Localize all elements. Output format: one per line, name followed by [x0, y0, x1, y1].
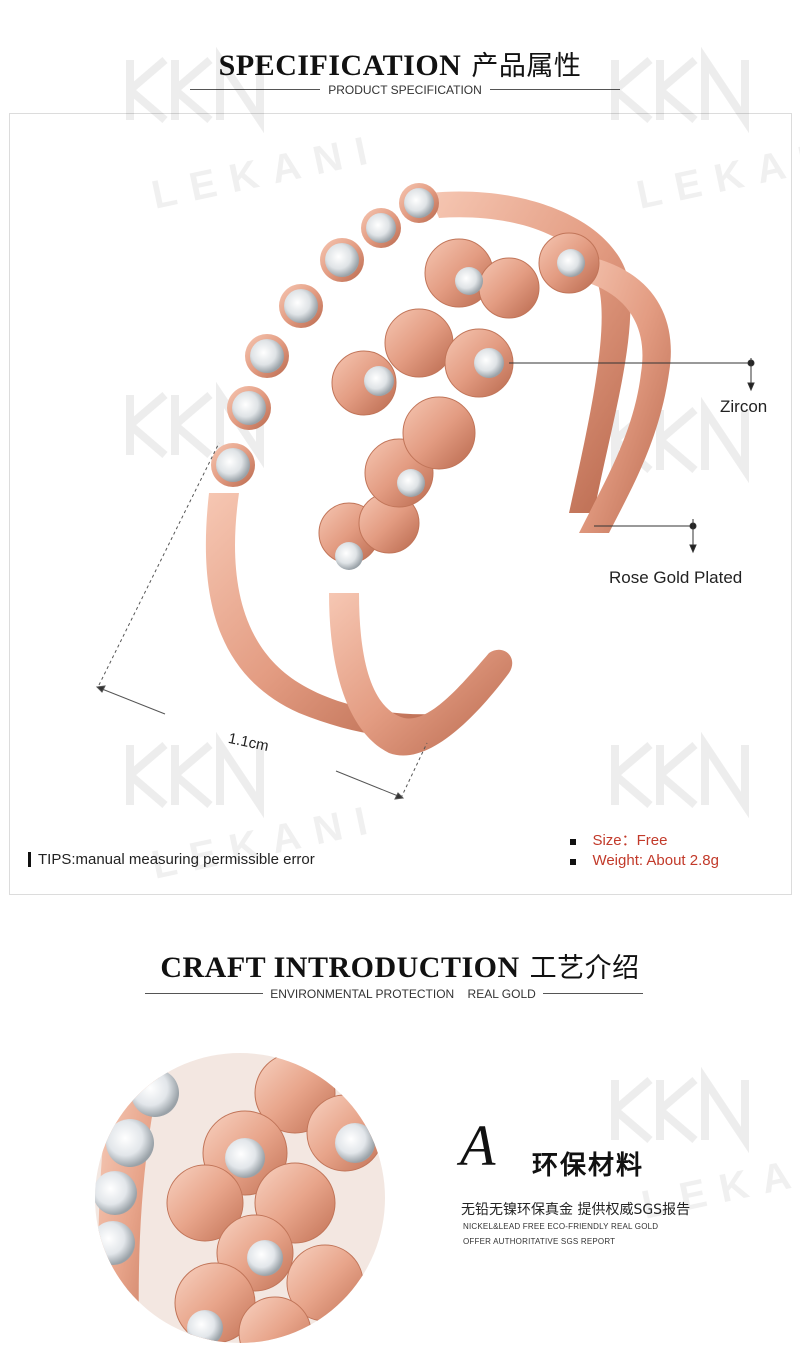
craft-title-cn: 工艺介绍: [529, 953, 640, 984]
weight-text: Weight: About 2.8g: [592, 852, 719, 869]
ring-illustration: [95, 183, 755, 800]
craft-section-title: CRAFT INTRODUCTION 工艺介绍: [0, 946, 800, 985]
craft-closeup-image: [95, 1053, 385, 1343]
zircon-label: Zircon: [720, 397, 768, 416]
feature-title: 环保材料: [532, 1151, 645, 1181]
feature-desc-cn: 无铅无镍环保真金 提供权威SGS报告: [461, 1202, 691, 1218]
spec-subtitle: PRODUCT SPECIFICATION: [328, 83, 482, 97]
ring-band-outer: [205, 493, 449, 737]
dimension-marker: [95, 442, 428, 800]
spec-subtitle-line-left: [190, 89, 320, 90]
feature-desc-en-1: NICKEL&LEAD FREE ECO-FRIENDLY REAL GOLD: [463, 1222, 659, 1231]
size-row: Size：Free: [570, 829, 667, 850]
ring-band-inner: [329, 593, 513, 756]
craft-title-en: CRAFT INTRODUCTION: [160, 951, 520, 984]
spec-title-en: SPECIFICATION: [218, 49, 462, 82]
bullet-icon: [570, 859, 576, 865]
craft-subtitle-line-right: [543, 993, 643, 994]
bullet-icon: [570, 839, 576, 845]
weight-row: Weight: About 2.8g: [570, 852, 719, 870]
zircon-row: [211, 183, 439, 487]
rose-gold-label: Rose Gold Plated: [609, 568, 743, 587]
size-text: Size：Free: [592, 832, 668, 849]
callout-lines: [509, 358, 755, 554]
spec-section-title: SPECIFICATION 产品属性: [0, 44, 800, 83]
feature-desc-en-2: OFFER AUTHORITATIVE SGS REPORT: [463, 1237, 616, 1246]
tips-marker: [28, 852, 31, 867]
flower-zircons: [335, 249, 585, 570]
spec-panel: [9, 113, 792, 895]
spec-title-cn: 产品属性: [471, 51, 582, 82]
tips-text: TIPS:manual measuring permissible error: [38, 851, 315, 868]
craft-subtitle-line-left: [145, 993, 263, 994]
craft-subtitle: ENVIRONMENTAL PROTECTION REAL GOLD: [270, 987, 536, 1001]
spec-subtitle-line-right: [490, 89, 620, 90]
flower-cluster: [318, 232, 600, 564]
feature-letter: A: [460, 1113, 496, 1178]
ring-band-right: [569, 253, 671, 533]
